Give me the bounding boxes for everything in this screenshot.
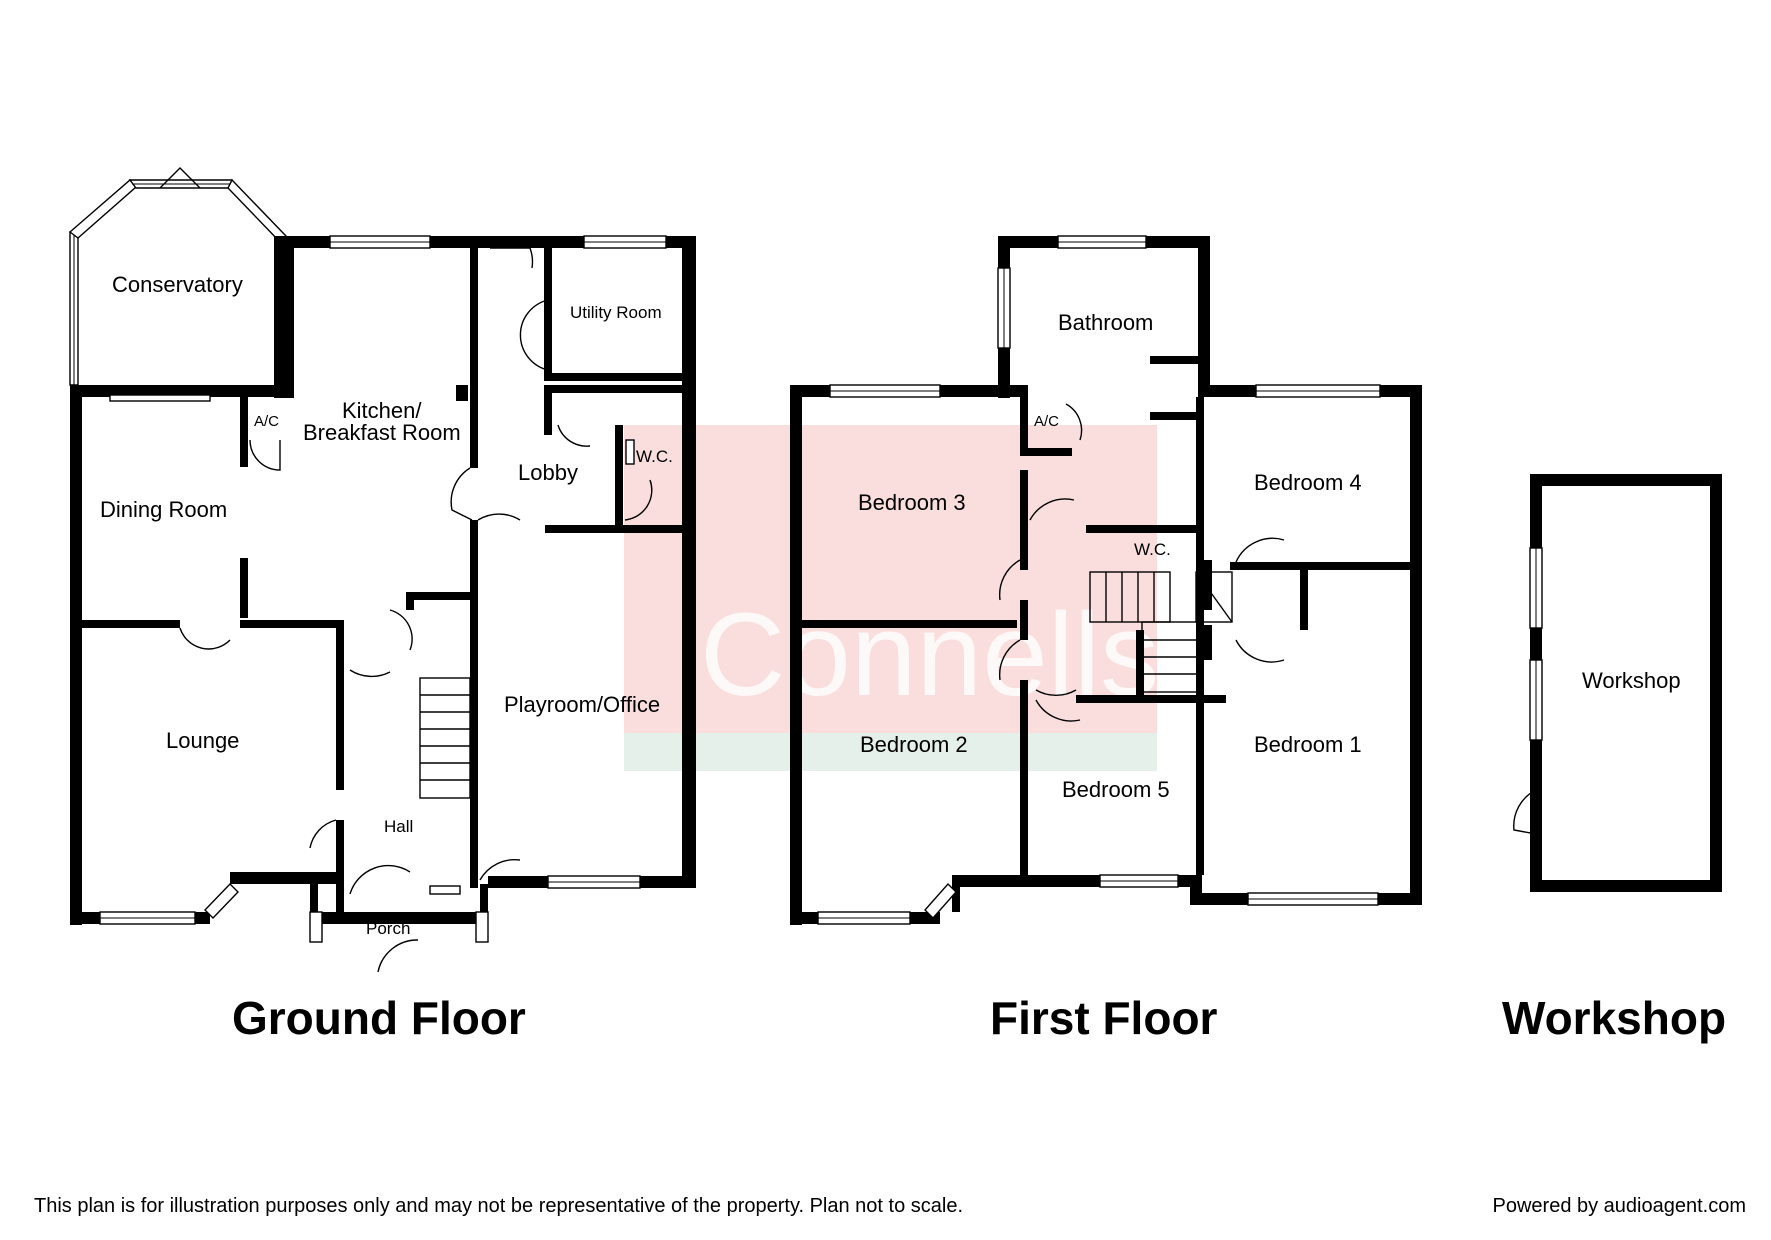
room-label-wc: W.C. (636, 447, 673, 466)
room-label-ac-first: A/C (1034, 413, 1059, 430)
room-label-playroom-office: Playroom/Office (504, 692, 660, 717)
wc-window (625, 439, 635, 465)
rear-door (490, 247, 534, 269)
ground-stairs (419, 677, 471, 799)
room-label-conservatory: Conservatory (112, 272, 243, 297)
room-label-porch: Porch (366, 919, 410, 938)
first-floor-labels: Bathroom A/C Bedroom 3 Bedroom 4 W.C. Be… (858, 310, 1362, 802)
room-label-bathroom: Bathroom (1058, 310, 1153, 335)
ground-floor-labels: Conservatory Kitchen/ Breakfast Room Uti… (100, 272, 673, 938)
room-label-kitchen: Kitchen/ (342, 398, 422, 423)
room-label-bedroom-1: Bedroom 1 (1254, 732, 1362, 757)
wc-door-2 (624, 479, 653, 521)
room-label-breakfast-room: Breakfast Room (303, 420, 461, 445)
bedroom-5-door-2 (1035, 699, 1081, 722)
ac-door (249, 439, 281, 471)
cupboard-door (389, 609, 413, 651)
ground-floor-plan (68, 167, 696, 973)
conservatory-french-door (159, 167, 201, 189)
bedroom-3-door (998, 559, 1021, 601)
room-label-wc-first: W.C. (1134, 540, 1171, 559)
porch-window-west (309, 911, 323, 943)
room-label-hall: Hall (384, 817, 413, 836)
disclaimer-text: This plan is for illustration purposes o… (34, 1195, 964, 1217)
room-label-lounge: Lounge (166, 728, 239, 753)
workshop-plan: Workshop (1513, 474, 1722, 892)
bedroom-1-door (1235, 639, 1285, 663)
conservatory-window-ne (227, 178, 287, 243)
front-door (377, 939, 419, 973)
room-label-ac: A/C (254, 413, 279, 430)
room-label-bedroom-4: Bedroom 4 (1254, 470, 1362, 495)
playroom-door (479, 858, 521, 881)
ac-door (1065, 403, 1083, 441)
bedroom-2-bay-window (924, 882, 957, 920)
lounge-bay-window (204, 883, 239, 919)
bedroom-5-door (1035, 689, 1077, 697)
room-label-workshop: Workshop (1582, 668, 1681, 693)
lounge-hall-door (309, 819, 337, 849)
room-label-bedroom-5: Bedroom 5 (1062, 777, 1170, 802)
conservatory-window-nw (68, 179, 137, 239)
workshop-title: Workshop (1502, 992, 1726, 1044)
lobby-door-hall (477, 513, 521, 521)
room-label-bedroom-2: Bedroom 2 (860, 732, 968, 757)
first-floor-title: First Floor (990, 992, 1218, 1044)
room-label-lobby: Lobby (518, 460, 578, 485)
room-label-bedroom-3: Bedroom 3 (858, 490, 966, 515)
wc-door (557, 424, 591, 447)
hall-door (349, 669, 391, 678)
porch-window-east (475, 911, 489, 943)
dining-slider (109, 394, 211, 402)
porch-inner-door (349, 864, 411, 895)
room-label-dining-room: Dining Room (100, 497, 227, 522)
workshop-door (1513, 789, 1537, 835)
bathroom-door (1029, 498, 1075, 521)
room-label-utility-room: Utility Room (570, 303, 662, 322)
bedroom-4-door (1235, 537, 1285, 563)
first-stairs (1089, 571, 1233, 693)
lobby-door-kitchen (450, 467, 473, 521)
bedroom-2-door (998, 639, 1021, 681)
ground-floor-title: Ground Floor (232, 992, 526, 1044)
watermark: Connells (624, 425, 1159, 771)
powered-by-text: Powered by audioagent.com (1492, 1195, 1747, 1217)
first-floor-plan (790, 235, 1422, 925)
lounge-door (179, 627, 231, 650)
utility-door (519, 299, 549, 371)
hall-window (429, 885, 461, 895)
